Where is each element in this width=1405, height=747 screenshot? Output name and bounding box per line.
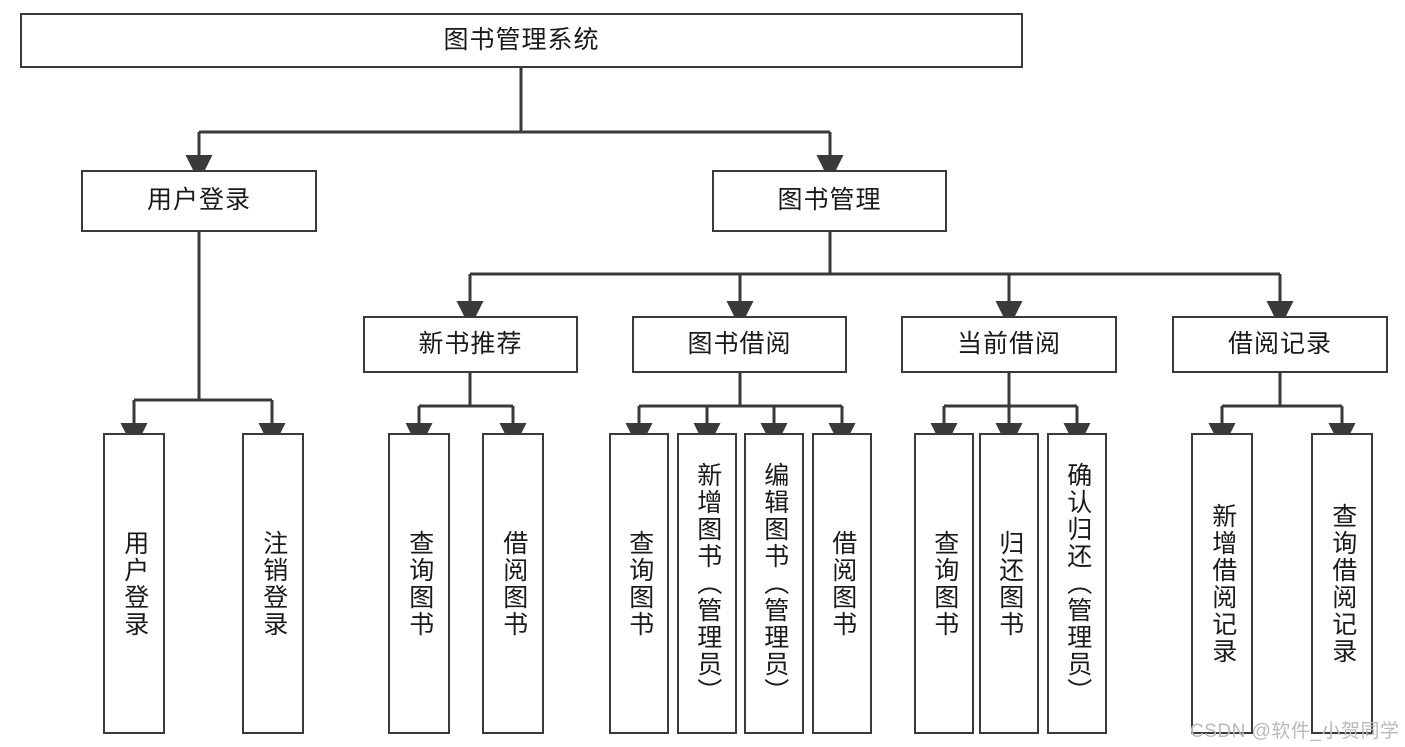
node-label: 借阅图书 (828, 529, 857, 638)
node-book-management[interactable]: 图书管理 (712, 170, 947, 232)
node-label: 图书借阅 (687, 329, 792, 358)
leaf-book-borrow-query[interactable]: 查询图书 (609, 433, 669, 734)
node-label: 查询图书 (930, 529, 959, 638)
leaf-borrow-record-add[interactable]: 新增借阅记录 (1191, 433, 1253, 734)
leaf-current-borrow-confirm-return[interactable]: 确认归还（管理员） (1047, 433, 1107, 734)
leaf-book-borrow-lend[interactable]: 借阅图书 (812, 433, 872, 734)
node-book-borrow[interactable]: 图书借阅 (632, 316, 847, 373)
node-label: 查询图书 (405, 529, 434, 638)
node-current-borrow[interactable]: 当前借阅 (901, 316, 1117, 373)
node-label: 归还图书 (995, 529, 1024, 638)
node-label: 用户登录 (120, 529, 149, 638)
node-label: 注销登录 (259, 529, 288, 638)
node-label: 新书推荐 (418, 329, 523, 358)
node-label: 查询图书 (625, 529, 654, 638)
node-label: 编辑图书（管理员） (760, 462, 789, 705)
node-new-book-recommend[interactable]: 新书推荐 (363, 316, 578, 373)
node-label: 查询借阅记录 (1328, 502, 1357, 665)
node-label: 确认归还（管理员） (1063, 462, 1092, 705)
leaf-current-borrow-query[interactable]: 查询图书 (914, 433, 974, 734)
node-borrow-record[interactable]: 借阅记录 (1172, 316, 1388, 373)
leaf-new-book-query[interactable]: 查询图书 (388, 433, 450, 734)
leaf-user-login-signin[interactable]: 用户登录 (103, 433, 165, 734)
leaf-borrow-record-query[interactable]: 查询借阅记录 (1311, 433, 1373, 734)
node-label: 用户登录 (146, 186, 251, 215)
node-label: 新增图书（管理员） (693, 462, 722, 705)
node-label: 借阅图书 (499, 529, 528, 638)
node-label: 图书管理系统 (443, 25, 600, 54)
csdn-watermark: CSDN @软件_小贺同学 (1190, 721, 1400, 742)
leaf-new-book-borrow[interactable]: 借阅图书 (482, 433, 544, 734)
leaf-book-borrow-add[interactable]: 新增图书（管理员） (677, 433, 737, 734)
node-label: 借阅记录 (1227, 329, 1332, 358)
leaf-user-login-signout[interactable]: 注销登录 (242, 433, 304, 734)
node-label: 新增借阅记录 (1208, 502, 1237, 665)
node-label: 图书管理 (777, 186, 882, 215)
node-label: 当前借阅 (956, 329, 1061, 358)
leaf-current-borrow-return[interactable]: 归还图书 (979, 433, 1039, 734)
leaf-book-borrow-edit[interactable]: 编辑图书（管理员） (744, 433, 804, 734)
node-user-login[interactable]: 用户登录 (81, 170, 317, 232)
node-root-book-management-system[interactable]: 图书管理系统 (20, 13, 1023, 68)
